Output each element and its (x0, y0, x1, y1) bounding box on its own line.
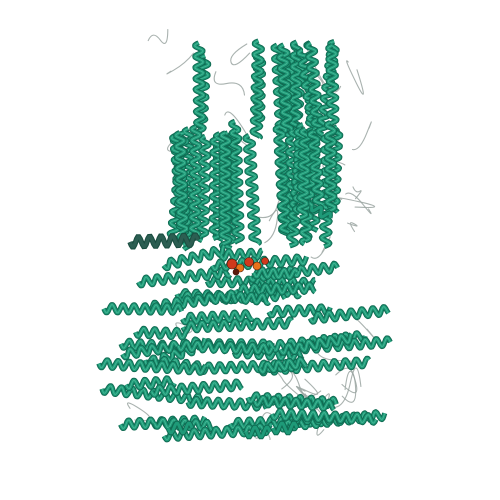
coil-loop (338, 197, 376, 209)
helix-ribbon-highlight (254, 397, 335, 411)
ligand-atom (252, 261, 262, 271)
helix-ribbon-highlight (182, 318, 293, 332)
coil-loop (127, 402, 151, 422)
helix-ribbon-highlight (175, 132, 188, 234)
helix-ribbon-highlight (259, 358, 307, 373)
helix-ribbon-highlight (137, 267, 231, 287)
coil-loop (285, 368, 322, 397)
helix-ribbon-highlight (190, 126, 201, 238)
helix-ribbon-highlight (327, 45, 338, 137)
helix-ribbon-highlight (297, 128, 310, 219)
bottom-helix (271, 421, 299, 435)
helix-ribbon-highlight (182, 311, 254, 324)
bottom-helix (166, 421, 194, 435)
helix-ribbon-highlight (98, 359, 207, 374)
coil-loop (346, 60, 364, 95)
coil-loop (166, 52, 195, 75)
helix-ribbon-highlight (125, 377, 175, 390)
helix-ribbon-highlight (278, 54, 293, 130)
helix-ribbon-highlight (163, 245, 225, 270)
helix-ribbon-highlight (103, 304, 183, 314)
helix-ribbon-highlight (177, 341, 273, 354)
coil-loop (347, 222, 358, 233)
coil-loop (335, 367, 357, 403)
coil-loop (147, 29, 169, 44)
helix-ribbons (96, 38, 393, 443)
helix-ribbon-highlight (220, 132, 230, 240)
ligand-atom (232, 268, 240, 276)
side-helix (128, 233, 200, 249)
ligand-atom (244, 257, 254, 267)
helix-ribbon-highlight (309, 306, 389, 323)
helix-ribbon-highlight (198, 135, 210, 242)
helix-ribbon-highlight (271, 410, 377, 424)
helix-ribbon-highlight (253, 268, 298, 279)
bottom-helix (244, 425, 272, 439)
coil-loop (352, 186, 362, 200)
helix-ribbon-highlight (230, 129, 243, 243)
helix-ribbon-highlight (268, 305, 331, 317)
helix-ribbon-highlight (210, 138, 221, 240)
helix-ribbon-highlight (287, 137, 298, 235)
helix-ribbon-highlight (261, 332, 366, 352)
helix-ribbon-highlight (151, 380, 243, 396)
helix-ribbon-highlight (274, 126, 290, 233)
coil-loop (345, 192, 372, 215)
coil-loop (326, 367, 362, 408)
helix-ribbon-highlight (300, 333, 352, 351)
helix-ribbon-highlight (135, 327, 188, 339)
coil-loop (230, 43, 251, 66)
helix-ribbon-highlight (251, 40, 263, 139)
coil-loop (351, 121, 372, 151)
helix-ribbon-highlight (244, 135, 260, 245)
coil-loop (213, 71, 246, 96)
ligand-atom (261, 257, 269, 265)
ligand-group (226, 257, 269, 276)
helix-ribbon-highlight (326, 121, 336, 217)
ligand-atom (226, 258, 238, 270)
right-helix (310, 205, 332, 219)
helix-ribbon-highlight (194, 42, 205, 134)
helix-ribbon-highlight (101, 385, 207, 405)
helix-ribbon-highlight (309, 131, 324, 206)
helix-ribbon-highlight (154, 418, 215, 431)
coil-loop (341, 370, 358, 394)
helix-ribbon-highlight (290, 41, 301, 140)
helix-ribbon-highlight (306, 42, 322, 138)
